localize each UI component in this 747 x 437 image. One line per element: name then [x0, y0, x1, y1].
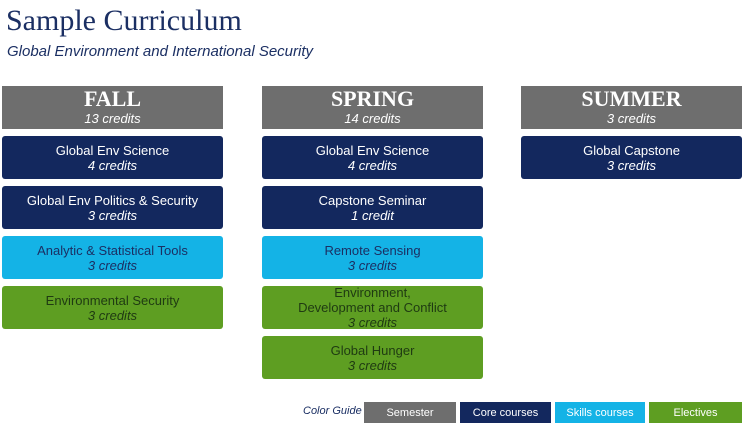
- course-credits: 4 credits: [347, 157, 398, 173]
- spring-column: SPRING 14 credits Global Env Science 4 c…: [262, 86, 483, 379]
- spring-header: SPRING 14 credits: [262, 86, 483, 129]
- course-card[interactable]: Global Env Science 4 credits: [2, 136, 223, 179]
- course-card[interactable]: Global Env Politics & Security 3 credits: [2, 186, 223, 229]
- legend-core-courses: Core courses: [460, 402, 551, 423]
- course-credits: 1 credit: [351, 207, 394, 223]
- course-name-line2: Development and Conflict: [298, 300, 447, 315]
- course-name: Capstone Seminar: [318, 192, 427, 208]
- summer-column: SUMMER 3 credits Global Capstone 3 credi…: [521, 86, 742, 179]
- course-credits: 3 credits: [87, 207, 138, 223]
- course-name: Global Env Science: [315, 142, 430, 158]
- fall-column: FALL 13 credits Global Env Science 4 cre…: [2, 86, 223, 329]
- course-credits: 3 credits: [606, 157, 657, 173]
- course-card[interactable]: Global Hunger 3 credits: [262, 336, 483, 379]
- course-credits: 3 credits: [347, 357, 398, 373]
- course-credits: 4 credits: [87, 157, 138, 173]
- semester-name: SUMMER: [581, 86, 682, 111]
- course-name: Global Env Science: [55, 142, 170, 158]
- course-credits: 3 credits: [347, 257, 398, 273]
- course-card[interactable]: Capstone Seminar 1 credit: [262, 186, 483, 229]
- page-title: Sample Curriculum: [6, 4, 242, 37]
- course-credits: 3 credits: [87, 307, 138, 323]
- course-card[interactable]: Environmental Security 3 credits: [2, 286, 223, 329]
- semester-credits: 14 credits: [344, 111, 401, 126]
- course-name: Analytic & Statistical Tools: [37, 242, 188, 258]
- course-credits: 3 credits: [87, 257, 138, 273]
- course-name: Global Capstone: [583, 142, 680, 158]
- legend-skills-courses: Skills courses: [555, 402, 645, 423]
- color-guide-label: Color Guide: [303, 405, 362, 417]
- course-name: Global Hunger: [330, 342, 415, 358]
- semester-name: FALL: [83, 86, 142, 111]
- course-card[interactable]: Global Capstone 3 credits: [521, 136, 742, 179]
- semester-credits: 13 credits: [84, 111, 141, 126]
- course-name: Remote Sensing: [324, 242, 421, 258]
- course-name: Environmental Security: [45, 292, 180, 308]
- course-card[interactable]: Analytic & Statistical Tools 3 credits: [2, 236, 223, 279]
- summer-header: SUMMER 3 credits: [521, 86, 742, 129]
- semester-name: SPRING: [330, 86, 415, 111]
- page-subtitle: Global Environment and International Sec…: [7, 43, 314, 60]
- legend-semester: Semester: [364, 402, 456, 423]
- course-card[interactable]: Remote Sensing 3 credits: [262, 236, 483, 279]
- legend-electives: Electives: [649, 402, 742, 423]
- course-card[interactable]: Global Env Science 4 credits: [262, 136, 483, 179]
- course-name: Global Env Politics & Security: [26, 192, 199, 208]
- course-card[interactable]: Environment, Development and Conflict 3 …: [262, 285, 483, 330]
- fall-header: FALL 13 credits: [2, 86, 223, 129]
- semester-credits: 3 credits: [606, 111, 657, 126]
- course-credits: 3 credits: [347, 315, 398, 330]
- course-name-line1: Environment,: [334, 285, 411, 300]
